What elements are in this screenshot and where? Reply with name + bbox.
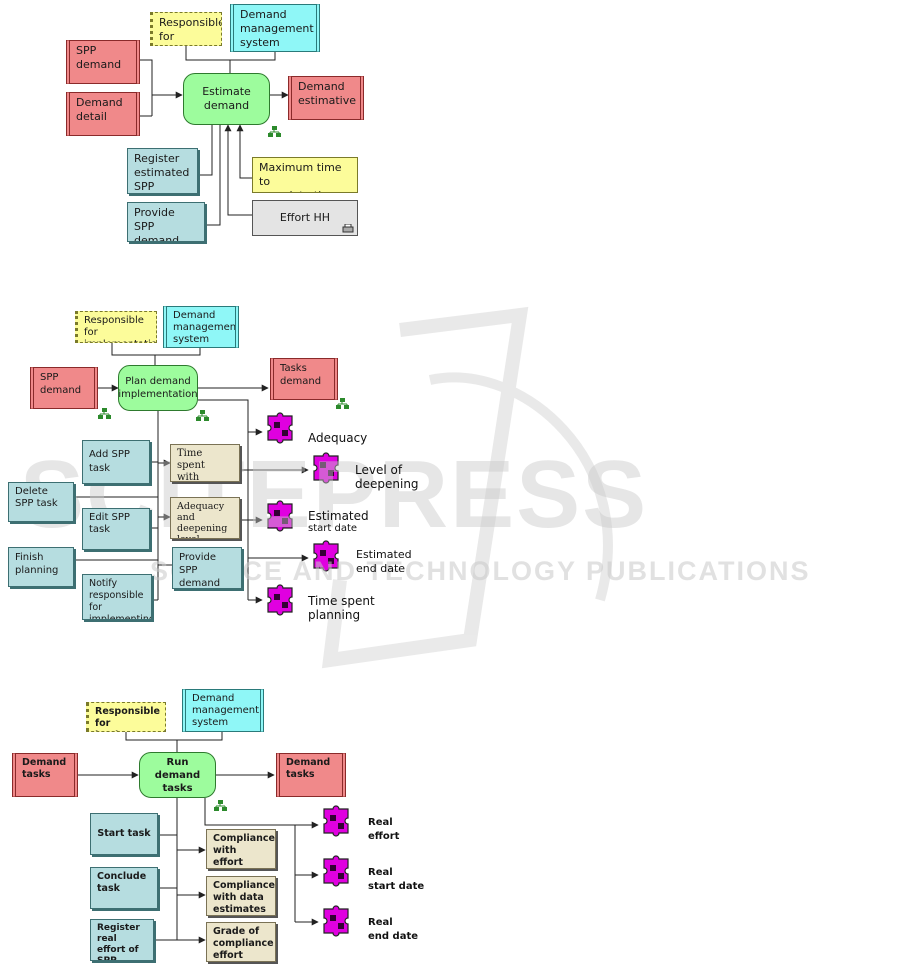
function-notify-responsible[interactable]: Notify responsible for implementing xyxy=(82,574,152,620)
note-grade-compliance-effort[interactable]: Grade of compliance effort xyxy=(206,922,276,962)
note-compliance-effort-estimates[interactable]: Compliance with effort estimates xyxy=(206,829,276,869)
event-demand-tasks-input[interactable]: Demand tasks xyxy=(12,753,78,797)
kpi-label-real-end-date: Real end date xyxy=(368,917,419,942)
event-demand-tasks-output[interactable]: Demand tasks xyxy=(276,753,346,797)
role-responsible-for-implementation[interactable]: Responsible for implementation xyxy=(86,702,166,732)
diagram-1-connectors xyxy=(138,46,289,226)
function-register-estimated-spp-demand[interactable]: Register estimated SPP demand xyxy=(127,148,198,194)
role-responsible-for-estimate[interactable]: Responsible for estimate xyxy=(150,12,222,46)
function-provide-spp-demand[interactable]: Provide SPP demand xyxy=(127,202,205,242)
process-plan-demand-implementation[interactable]: Plan demand implementation xyxy=(118,365,198,411)
function-provide-spp-demand[interactable]: Provide SPP demand xyxy=(172,547,242,589)
note-compliance-data-estimates[interactable]: Compliance with data estimates xyxy=(206,876,276,916)
hierarchy-icon xyxy=(336,398,349,409)
kpi-label-real-start-date: Real start date xyxy=(368,867,425,892)
process-estimate-demand[interactable]: Estimate demand xyxy=(183,73,270,125)
requirement-maximum-time[interactable]: Maximum time to complete the task xyxy=(252,157,358,193)
kpi-puzzle-icon xyxy=(323,805,349,837)
kpi-label-real-effort: Real effort xyxy=(368,817,400,842)
watermark-shape xyxy=(321,306,613,669)
system-demand-management[interactable]: Demand management system xyxy=(182,689,264,732)
kpi-label-time-spent-planning: Time spent planning xyxy=(308,594,375,622)
hierarchy-icon xyxy=(196,410,209,421)
kpi-puzzle-icon xyxy=(323,905,349,937)
event-demand-estimative[interactable]: Demand estimative xyxy=(288,76,364,120)
role-responsible-for-implementation[interactable]: Responsible for implementation xyxy=(75,311,157,343)
kpi-puzzle-icon xyxy=(323,855,349,887)
function-conclude-task[interactable]: Conclude task xyxy=(90,867,158,909)
function-edit-spp-task[interactable]: Edit SPP task xyxy=(82,508,150,550)
event-spp-demand[interactable]: SPP demand xyxy=(30,367,98,409)
system-demand-management[interactable]: Demand management system xyxy=(163,306,239,348)
hierarchy-icon xyxy=(214,800,227,811)
kpi-label-level-of-deepening: Level of deepening xyxy=(355,463,419,491)
effort-hh[interactable]: Effort HH xyxy=(252,200,358,236)
function-finish-planning[interactable]: Finish planning xyxy=(8,547,74,587)
kpi-puzzle-icon xyxy=(267,412,293,444)
printer-icon xyxy=(342,224,354,233)
system-demand-management[interactable]: Demand management system xyxy=(230,4,320,52)
kpi-puzzle-icon xyxy=(267,584,293,616)
note-time-spent-with-planning[interactable]: Time spent with planning xyxy=(170,444,240,482)
kpi-label-estimated-end-date: Estimated end date xyxy=(356,548,412,575)
kpi-puzzle-icon xyxy=(267,500,293,532)
process-run-demand-tasks[interactable]: Run demand tasks xyxy=(139,752,216,798)
function-delete-spp-task[interactable]: Delete SPP task xyxy=(8,482,74,522)
kpi-puzzle-icon xyxy=(313,452,339,484)
hierarchy-icon xyxy=(98,408,111,419)
function-register-real-effort[interactable]: Register real effort of SPP demand xyxy=(90,919,154,961)
event-tasks-demand[interactable]: Tasks demand xyxy=(270,358,338,400)
function-start-task[interactable]: Start task xyxy=(90,813,158,855)
hierarchy-icon xyxy=(268,126,281,137)
kpi-puzzle-icon xyxy=(313,540,339,572)
note-adequacy-deepening-level[interactable]: Adequacy and deepening level xyxy=(170,497,240,539)
event-demand-detail[interactable]: Demand detail xyxy=(66,92,140,136)
diagram-3-connectors xyxy=(78,730,319,944)
function-add-spp-task[interactable]: Add SPP task xyxy=(82,440,150,484)
kpi-label-adequacy: Adequacy xyxy=(308,431,368,445)
event-spp-demand[interactable]: SPP demand xyxy=(66,40,140,84)
diagram-2-connectors xyxy=(74,340,309,604)
